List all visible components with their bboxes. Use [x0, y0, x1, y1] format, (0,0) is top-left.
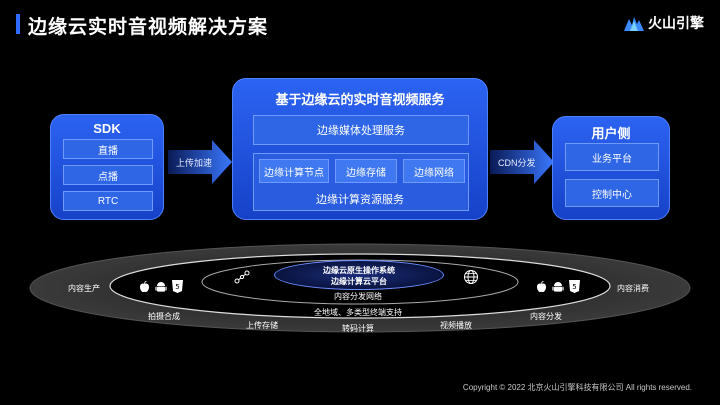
edge-storage: 边缘存储	[335, 159, 397, 183]
html5-icon: 5	[172, 280, 183, 293]
sdk-panel: SDK 直播 点播 RTC	[50, 114, 164, 220]
android-icon	[155, 282, 167, 292]
sdk-item-live: 直播	[63, 139, 153, 159]
edge-service-panel: 基于边缘云的实时音视频服务 边缘媒体处理服务 边缘计算节点 边缘存储 边缘网络 …	[232, 78, 488, 220]
core-ellipse	[274, 260, 444, 290]
edge-service-title: 基于边缘云的实时音视频服务	[275, 92, 445, 107]
volcano-logo-icon	[624, 17, 644, 31]
cdn-distribution-label: CDN分发	[498, 158, 536, 168]
sdk-item-rtc: RTC	[63, 191, 153, 211]
edge-media-service: 边缘媒体处理服务	[253, 115, 469, 145]
cdn-arrow	[490, 140, 554, 184]
brand-logo: 火山引擎	[624, 13, 704, 33]
control-center: 控制中心	[565, 179, 659, 207]
content-production-label: 内容生产	[68, 284, 100, 293]
content-distribution-label: 内容分发	[530, 312, 562, 321]
edge-resource-label: 边缘计算资源服务	[316, 194, 404, 206]
user-panel: 用户侧 业务平台 控制中心	[552, 116, 670, 220]
sdk-item-vod: 点播	[63, 165, 153, 185]
user-panel-title: 用户侧	[591, 126, 631, 141]
page-title: 边缘云实时音视频解决方案	[28, 17, 269, 38]
transcode-label: 转码计算	[342, 324, 374, 333]
business-platform: 业务平台	[565, 143, 659, 171]
shoot-compose-label: 拍摄合成	[148, 312, 180, 321]
android-icon-right	[552, 282, 564, 292]
html5-icon-right: 5	[569, 280, 580, 293]
terminal-support-label: 全地域、多类型终端支持	[314, 308, 402, 317]
content-consumption-label: 内容消费	[617, 284, 649, 293]
upload-acceleration-label: 上传加速	[176, 158, 213, 168]
apple-icon	[140, 281, 149, 293]
brand-name: 火山引擎	[648, 15, 704, 31]
svg-text:5: 5	[175, 283, 179, 291]
edge-compute-node: 边缘计算节点	[259, 159, 329, 183]
network-nodes-icon	[234, 270, 250, 284]
copyright-footer: Copyright © 2022 北京火山引擎科技有限公司 All rights…	[462, 383, 692, 392]
edge-network: 边缘网络	[403, 159, 465, 183]
cdn-network-label: 内容分发网络	[334, 292, 382, 301]
upload-storage-label: 上传存储	[246, 321, 278, 330]
svg-text:5: 5	[572, 283, 576, 291]
upload-arrow	[168, 140, 232, 184]
sdk-panel-title: SDK	[93, 121, 121, 136]
globe-icon	[464, 270, 478, 284]
core-os-label: 边缘云原生操作系统	[323, 266, 395, 275]
title-accent-bar	[16, 14, 20, 34]
video-playback-label: 视频播放	[440, 321, 472, 330]
core-platform-label: 边缘计算云平台	[331, 277, 387, 286]
apple-icon-right	[537, 281, 546, 293]
